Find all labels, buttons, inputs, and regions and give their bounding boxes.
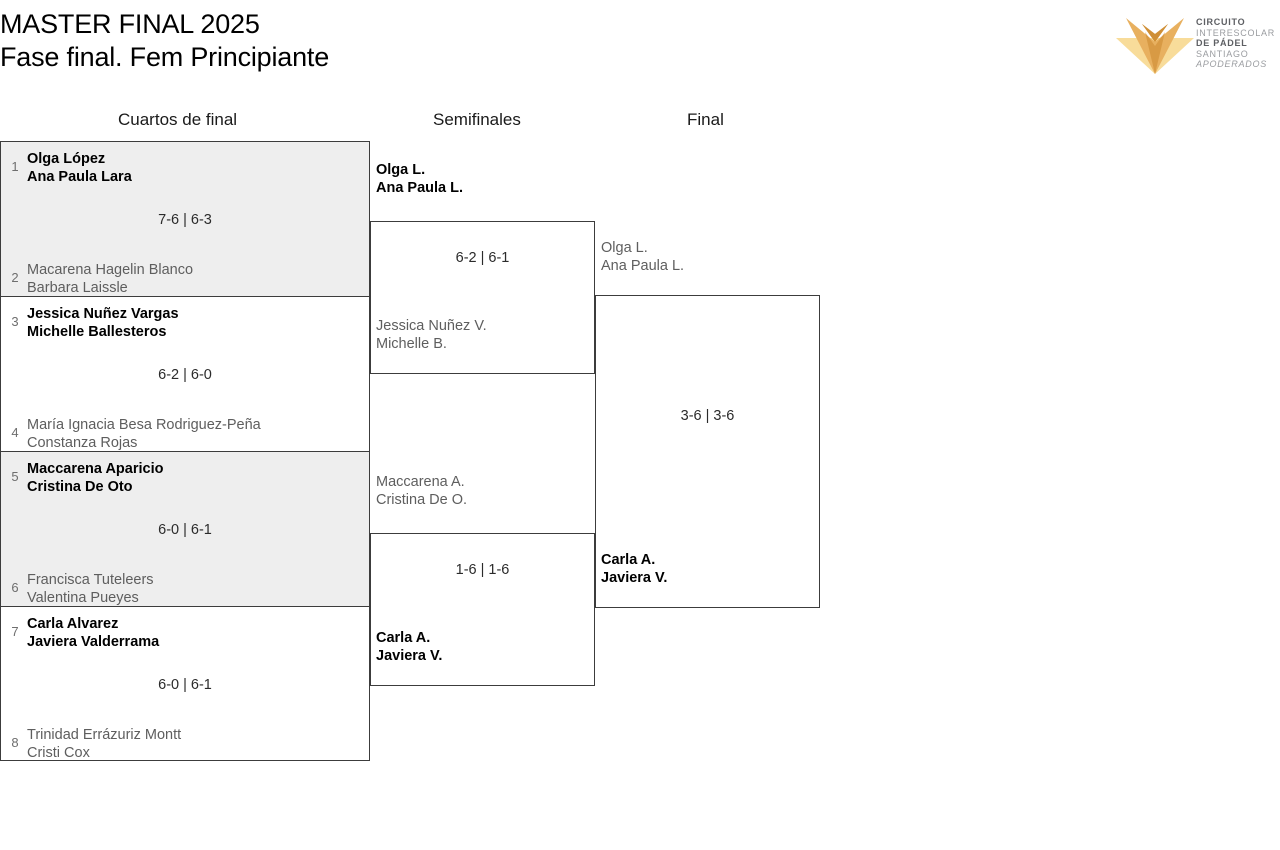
logo-arrow-icon [1116,18,1194,74]
final-team-bottom: Carla A. Javiera V. [601,551,667,587]
match-score: 7-6 | 6-3 [158,212,212,228]
seed-number: 2 [11,270,19,285]
player-name: Javiera Valderrama [27,634,160,650]
match-score: 6-2 | 6-0 [158,367,212,383]
quarterfinals-column: 1 Olga López Ana Paula Lara 7-6 | 6-3 2 … [0,141,370,761]
player-name: Maccarena A. [376,474,465,490]
player-name: Michelle B. [376,336,447,352]
team-winner: Carla Alvarez Javiera Valderrama [27,615,361,651]
player-name: Ana Paula L. [601,258,685,274]
semifinal-2-team-bottom: Carla A. Javiera V. [376,629,442,665]
quarterfinal-match-3[interactable]: 5 Maccarena Aparicio Cristina De Oto 6-0… [0,451,370,606]
logo-wordmark: CIRCUITO INTERESCOLAR DE PÁDEL SANTIAGO … [1196,17,1275,70]
player-name: Javiera V. [376,648,443,664]
player-name: Maccarena Aparicio [27,461,164,477]
title-line-1: MASTER FINAL 2025 [0,9,260,39]
player-name: Carla A. [601,552,656,568]
seed-number: 3 [11,314,19,329]
player-name: Ana Paula Lara [27,169,132,185]
semifinal-match-1[interactable]: 6-2 | 6-1 [370,221,595,374]
team-winner: Maccarena Aparicio Cristina De Oto [27,460,361,496]
match-score: 6-0 | 6-1 [158,522,212,538]
semifinal-match-2[interactable]: 1-6 | 1-6 [370,533,595,686]
seed-number: 8 [11,735,19,750]
player-name: Olga L. [601,240,648,256]
quarterfinal-match-1[interactable]: 1 Olga López Ana Paula Lara 7-6 | 6-3 2 … [0,141,370,296]
logo-line-3: DE PÁDEL [1196,38,1248,48]
round-header-final: Final [687,110,724,129]
semifinal-1-team-bottom: Jessica Nuñez V. Michelle B. [376,317,487,353]
seed-number: 6 [11,580,19,595]
player-name: Macarena Hagelin Blanco [27,262,194,278]
team-winner: Olga López Ana Paula Lara [27,150,361,186]
team-winner: Jessica Nuñez Vargas Michelle Ballestero… [27,305,361,341]
logo-line-5: APODERADOS [1196,59,1268,69]
page-title: MASTER FINAL 2025 Fase final. Fem Princi… [0,8,329,74]
semifinal-1-team-top: Olga L. Ana Paula L. [376,161,463,197]
player-name: Valentina Pueyes [27,590,139,606]
player-name: Carla A. [376,630,431,646]
logo-line-4: SANTIAGO [1196,48,1249,59]
final-match[interactable]: 3-6 | 3-6 [595,295,820,608]
player-name: Francisca Tuteleers [27,572,154,588]
team-loser: Trinidad Errázuriz Montt Cristi Cox [27,726,361,762]
player-name: Ana Paula L. [376,180,464,196]
team-loser: Francisca Tuteleers Valentina Pueyes [27,571,361,607]
seed-number: 4 [11,425,19,440]
quarterfinal-match-2[interactable]: 3 Jessica Nuñez Vargas Michelle Balleste… [0,296,370,451]
team-loser: María Ignacia Besa Rodriguez-Peña Consta… [27,416,361,452]
player-name: Constanza Rojas [27,435,138,451]
match-score: 1-6 | 1-6 [455,562,510,578]
final-team-top: Olga L. Ana Paula L. [601,239,684,275]
player-name: Barbara Laissle [27,280,128,296]
player-name: Jessica Nuñez Vargas [27,306,179,322]
match-score: 6-0 | 6-1 [158,677,212,693]
seed-number: 5 [11,469,19,484]
logo-line-2: INTERESCOLAR [1196,27,1276,38]
player-name: Carla Alvarez [27,616,119,632]
match-score: 6-2 | 6-1 [455,250,510,266]
logo-line-1: CIRCUITO [1196,17,1246,27]
quarterfinal-match-4[interactable]: 7 Carla Alvarez Javiera Valderrama 6-0 |… [0,606,370,761]
seed-number: 7 [11,624,19,639]
player-name: Cristina De O. [376,492,468,508]
seed-number: 1 [11,159,19,174]
player-name: Cristina De Oto [27,479,133,495]
player-name: Michelle Ballesteros [27,324,167,340]
player-name: Cristi Cox [27,745,90,761]
player-name: Jessica Nuñez V. [376,318,487,334]
round-header-semifinals: Semifinales [433,110,521,129]
player-name: María Ignacia Besa Rodriguez-Peña [27,417,261,433]
player-name: Olga López [27,151,106,167]
title-line-2: Fase final. Fem Principiante [0,42,330,72]
team-loser: Macarena Hagelin Blanco Barbara Laissle [27,261,361,297]
round-header-quarterfinals: Cuartos de final [118,110,238,129]
match-score: 3-6 | 3-6 [680,408,735,424]
player-name: Javiera V. [601,570,668,586]
player-name: Trinidad Errázuriz Montt [27,727,182,743]
semifinal-2-team-top: Maccarena A. Cristina De O. [376,473,467,509]
circuito-logo: CIRCUITO INTERESCOLAR DE PÁDEL SANTIAGO … [1112,12,1280,78]
player-name: Olga L. [376,162,426,178]
